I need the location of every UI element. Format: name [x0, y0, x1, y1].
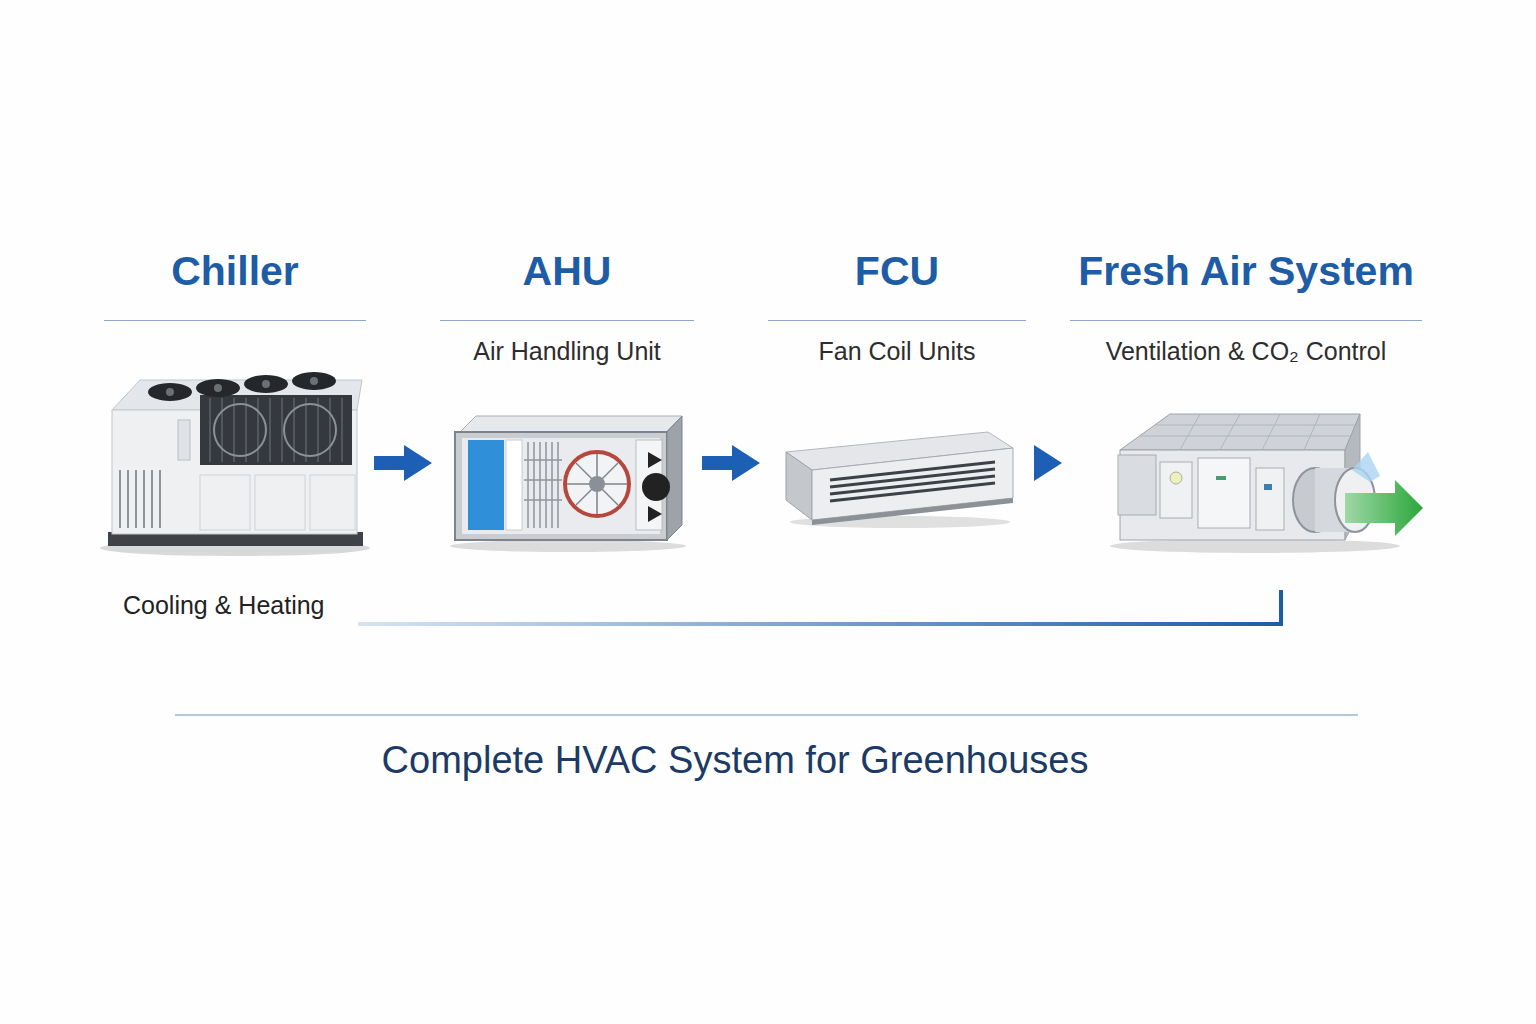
divider-line — [175, 714, 1358, 716]
diagram-title: Complete HVAC System for Greenhouses — [382, 739, 1089, 782]
component-subtitle: Fan Coil Units — [819, 335, 976, 367]
component-column: Chiller — [104, 245, 366, 560]
subtitle-row: Ventilation & CO₂ Control — [1070, 335, 1422, 371]
heading-rule: Chiller — [104, 245, 366, 321]
component-column: FCU Fan Coil Units — [768, 245, 1026, 560]
component-subtitle: Ventilation & CO₂ Control — [1106, 335, 1387, 367]
heading-rule: Fresh Air System — [1070, 245, 1422, 321]
ahu-illustration — [450, 416, 686, 552]
component-heading: Fresh Air System — [1078, 245, 1414, 297]
component-heading: AHU — [523, 245, 612, 297]
chiller-illustration — [100, 372, 370, 556]
heading-rule: FCU — [768, 245, 1026, 321]
component-heading: Chiller — [171, 245, 299, 297]
component-column: Fresh Air SystemVentilation & CO₂ Contro… — [1070, 245, 1422, 560]
fresh-air-illustration — [1110, 414, 1423, 553]
subtitle-row: Fan Coil Units — [768, 335, 1026, 371]
component-heading: FCU — [855, 245, 939, 297]
subtitle-row: Air Handling Unit — [440, 335, 694, 371]
flow-arrow — [1034, 456, 1036, 470]
flow-arrow — [374, 456, 406, 470]
component-subtitle: Air Handling Unit — [473, 335, 661, 367]
component-column: AHU Air Handling Unit — [440, 245, 694, 560]
bracket-label: Cooling & Heating — [123, 591, 325, 620]
bracket-line — [358, 590, 1281, 624]
fcu-illustration — [786, 432, 1013, 528]
flow-arrow — [702, 456, 734, 470]
heading-rule: AHU — [440, 245, 694, 321]
